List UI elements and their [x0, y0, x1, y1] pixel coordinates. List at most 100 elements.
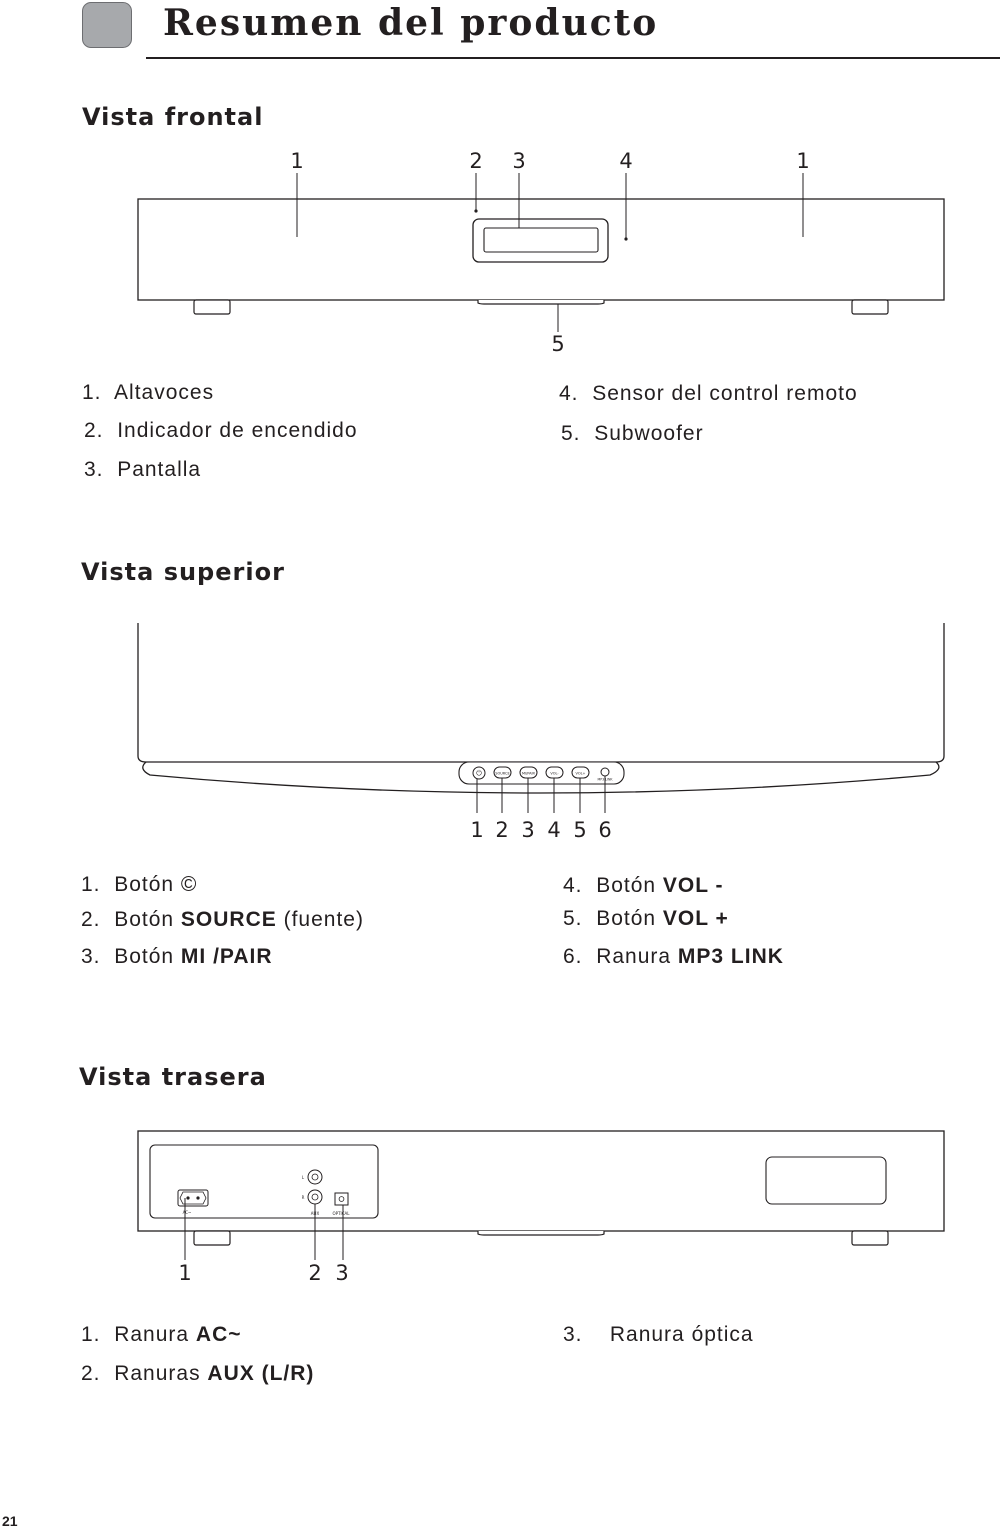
remote-sensor-dot [624, 237, 628, 241]
front-item-5: 5. Subwoofer [561, 422, 704, 446]
callout-number: 3 [521, 818, 534, 842]
power-button [472, 766, 486, 780]
page-number: 21 [2, 1513, 18, 1529]
pair-button-label: MI/PAIR [522, 772, 536, 776]
item-number: 5. [561, 422, 581, 445]
front-item-3: 3. Pantalla [84, 458, 201, 482]
top-view-diagram: ⏻ SOURCE MI/PAIR VOL- VOL+ MP3 LINK 1 2 … [137, 623, 945, 842]
header-rule [146, 57, 1000, 59]
item-prefix: Ranura [114, 1323, 196, 1346]
item-text: Pantalla [117, 458, 202, 481]
item-bold: MI /PAIR [180, 945, 273, 968]
front-display-screen [483, 227, 599, 253]
rear-view-title: Vista trasera [79, 1063, 267, 1091]
item-number: 1. [81, 873, 101, 896]
power-indicator-dot [474, 209, 478, 213]
callout-number: 4 [619, 149, 632, 173]
vol-minus-label: VOL- [550, 772, 559, 776]
rear-subwoofer-lip [477, 1231, 605, 1236]
aux-right-jack-inner [311, 1193, 319, 1201]
item-number: 2. [81, 1362, 101, 1385]
item-number: 1. [81, 1323, 101, 1346]
top-item-4: 4. Botón VOL - [563, 874, 724, 898]
rear-foot-left [193, 1230, 231, 1246]
ac-pin-right [196, 1196, 200, 1200]
item-number: 3. [563, 1323, 583, 1346]
front-view-title: Vista frontal [82, 103, 264, 131]
vol-plus-label: VOL+ [576, 772, 586, 776]
rear-foot-right [851, 1230, 889, 1246]
front-item-4: 4. Sensor del control remoto [559, 382, 858, 406]
callout-number: 4 [547, 818, 560, 842]
item-number: 4. [559, 382, 579, 405]
top-item-6: 6. Ranura MP3 LINK [563, 945, 784, 969]
source-button-label: SOURCE [495, 772, 509, 776]
item-bold: MP3 LINK [677, 945, 784, 968]
top-view-title: Vista superior [81, 558, 285, 586]
item-text: Subwoofer [594, 422, 704, 445]
rear-label-plate [765, 1156, 887, 1205]
header-badge [82, 2, 132, 48]
item-bold: SOURCE [180, 908, 277, 931]
item-number: 2. [84, 419, 104, 442]
aux-left-label: L [302, 1175, 305, 1180]
rear-item-2: 2. Ranuras AUX (L/R) [81, 1362, 314, 1386]
item-text: Sensor del control remoto [592, 382, 858, 405]
ac-socket-label: AC~ [183, 1210, 192, 1215]
item-prefix: Botón [596, 907, 663, 930]
front-item-2: 2. Indicador de encendido [84, 419, 358, 443]
item-number: 5. [563, 907, 583, 930]
item-bold: AC~ [195, 1323, 242, 1346]
aux-left-jack-inner [311, 1173, 319, 1181]
callout-number: 2 [495, 818, 508, 842]
item-suffix: (fuente) [276, 908, 364, 931]
item-prefix: Ranuras [114, 1362, 208, 1385]
top-front-curve [142, 761, 940, 794]
aux-right-label: R [302, 1195, 305, 1200]
rear-connector-panel [149, 1144, 379, 1219]
mp3-link-jack [600, 767, 610, 777]
item-bold: AUX (L/R) [207, 1362, 315, 1385]
item-text: Altavoces [114, 381, 215, 404]
callout-number: 1 [470, 818, 483, 842]
power-icon: ⏻ [476, 770, 482, 778]
callout-number: 3 [335, 1261, 348, 1285]
optical-port-inner [338, 1196, 345, 1202]
ac-pin-left [186, 1196, 190, 1200]
item-number: 2. [81, 908, 101, 931]
item-prefix: Ranura óptica [596, 1323, 754, 1346]
callout-number: 1 [796, 149, 809, 173]
rear-view-diagram: AC~ L R AUX OPTICAL 1 2 3 [137, 1130, 945, 1285]
front-foot-left [193, 299, 231, 315]
front-item-1: 1. Altavoces [82, 381, 214, 405]
callout-number: 1 [290, 149, 303, 173]
item-number: 3. [81, 945, 101, 968]
front-subwoofer-lip [477, 300, 605, 305]
page-title: Resumen del producto [163, 2, 659, 44]
callout-number: 6 [598, 818, 611, 842]
callout-number: 1 [178, 1261, 191, 1285]
rear-item-1: 1. Ranura AC~ [81, 1323, 242, 1347]
rear-item-3: 3. Ranura óptica [563, 1323, 754, 1347]
front-view-diagram: 1 2 3 4 1 5 [137, 149, 945, 356]
optical-label: OPTICAL [333, 1211, 351, 1216]
top-item-2: 2. Botón SOURCE (fuente) [81, 908, 364, 932]
callout-number: 3 [512, 149, 525, 173]
item-prefix: Botón [114, 908, 181, 931]
callout-number: 5 [573, 818, 586, 842]
item-prefix: Botón [596, 874, 663, 897]
item-bold: VOL + [662, 907, 729, 930]
item-prefix: Botón [114, 945, 181, 968]
top-body-corner-left [137, 755, 147, 763]
top-item-3: 3. Botón MI /PAIR [81, 945, 273, 969]
item-bold: VOL - [662, 874, 724, 897]
front-foot-right [851, 299, 889, 315]
item-prefix: Botón © [114, 873, 198, 896]
item-number: 1. [82, 381, 102, 404]
top-item-5: 5. Botón VOL + [563, 907, 729, 931]
item-text: Indicador de encendido [117, 419, 358, 442]
item-number: 4. [563, 874, 583, 897]
callout-number: 2 [469, 149, 482, 173]
top-body-corner-right [935, 755, 945, 763]
callout-number: 5 [551, 332, 564, 356]
